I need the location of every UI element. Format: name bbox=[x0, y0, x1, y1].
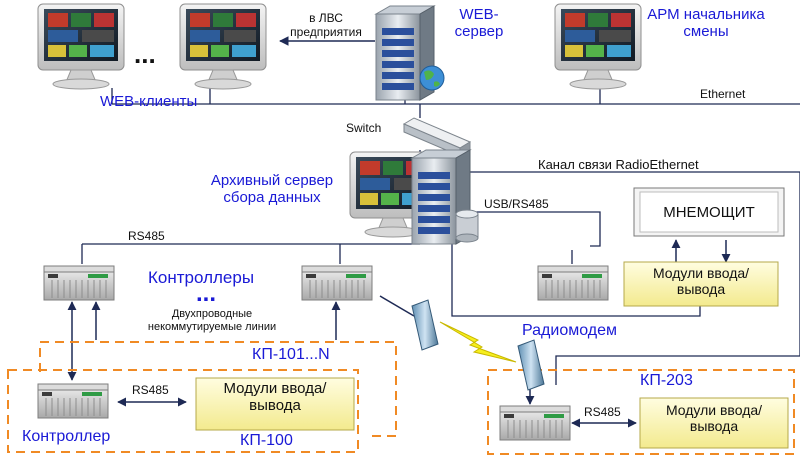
controllers-ellipsis: ... bbox=[196, 280, 217, 307]
controller-rack-icon bbox=[301, 265, 373, 301]
globe-icon bbox=[419, 65, 445, 91]
controller-rack-icon bbox=[537, 265, 609, 301]
io-module-box-kp203 bbox=[639, 397, 789, 449]
arm-label: АРМ начальника смены bbox=[647, 6, 765, 41]
arm-workstation-monitor-icon bbox=[554, 3, 642, 90]
kp101-label: КП-101...N bbox=[252, 346, 330, 363]
clients-ellipsis: ... bbox=[134, 39, 156, 69]
two-wire-label: Двухпроводные некоммутируемые линии bbox=[147, 308, 277, 333]
lan-arrow-label: в ЛВС предприятия bbox=[290, 11, 362, 39]
radio-channel-line bbox=[470, 171, 800, 385]
io-modules-mnemo-label: Модули ввода/ вывода bbox=[652, 265, 750, 298]
web-client-monitor-icon bbox=[179, 3, 267, 90]
radiomodem-label: Радиомодем bbox=[522, 322, 617, 339]
kp101-dashed-frame bbox=[39, 341, 397, 437]
radio-link-lightning-icon bbox=[439, 321, 517, 363]
ethernet-label: Ethernet bbox=[700, 87, 746, 101]
database-icon bbox=[455, 209, 479, 243]
io-modules-kp100-label: Модули ввода/ вывода bbox=[223, 380, 327, 415]
kp100-dashed-frame bbox=[7, 369, 359, 453]
mnemo-link-line bbox=[451, 234, 701, 317]
io-module-box-kp100 bbox=[195, 377, 355, 431]
kp100-label: КП-100 bbox=[240, 432, 293, 449]
network-switch-icon bbox=[402, 117, 472, 157]
io-modules-kp203-label: Модули ввода/ вывода bbox=[665, 402, 763, 435]
io-module-box-mnemo bbox=[623, 261, 779, 307]
mnemo-label: МНЕМОЩИТ bbox=[663, 204, 755, 221]
rs485-kp100-label: RS485 bbox=[132, 383, 169, 397]
radiomodem-antenna-icon bbox=[411, 299, 439, 351]
web-clients-label: WEB-клиенты bbox=[100, 93, 198, 110]
controllers-label: Контроллеры bbox=[148, 268, 255, 287]
rs485-kp203-label: RS485 bbox=[584, 405, 621, 419]
controller-label: Контроллер bbox=[22, 428, 111, 445]
rs485-top-label: RS485 bbox=[128, 229, 165, 243]
controller-rack-icon bbox=[499, 405, 571, 441]
usb-rs485-label: USB/RS485 bbox=[484, 197, 549, 211]
web-client-monitor-icon bbox=[37, 3, 125, 90]
kp203-dashed-frame bbox=[487, 369, 795, 455]
radio-channel-label: Канал связи RadioEthernet bbox=[538, 157, 699, 172]
controller-rack-icon bbox=[43, 265, 115, 301]
web-server-label: WEB- сервер bbox=[454, 6, 504, 41]
radio-diagonal-line bbox=[379, 295, 415, 317]
usb-rs485-line bbox=[470, 211, 601, 247]
radiomodem-antenna-icon bbox=[517, 339, 545, 391]
controller-rack-icon bbox=[37, 383, 109, 419]
archive-server-label: Архивный сервер сбора данных bbox=[210, 172, 334, 207]
kp203-label: КП-203 bbox=[640, 372, 693, 389]
switch-label: Switch bbox=[346, 121, 382, 135]
